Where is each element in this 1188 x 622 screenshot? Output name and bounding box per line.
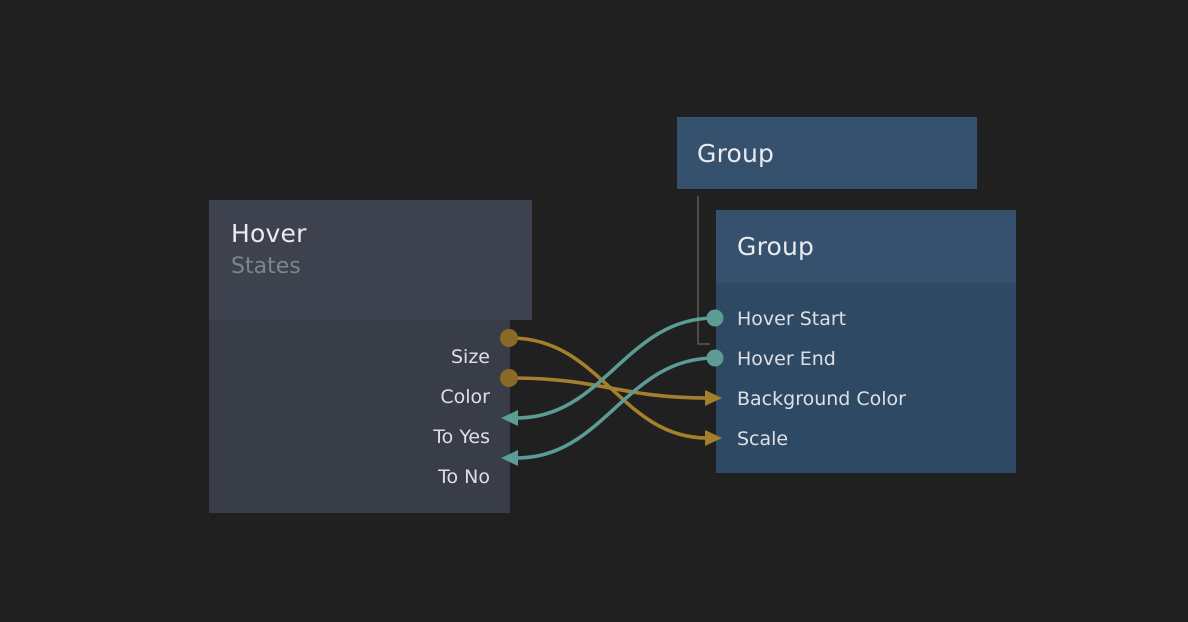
wire-size-to-scale[interactable]	[510, 336, 708, 440]
node-group-top[interactable]: Group	[677, 117, 977, 189]
port-to-yes[interactable]: To Yes	[433, 426, 490, 448]
hierarchy-line	[697, 196, 710, 345]
wire-hover-end-to-to-no[interactable]	[516, 356, 715, 460]
wire-hover-start-to-to-yes[interactable]	[516, 316, 715, 420]
node-group-header[interactable]: Group	[716, 210, 1016, 283]
node-group-top-title: Group	[697, 138, 775, 168]
node-hover-subtitle: States	[231, 254, 301, 279]
port-hover-end[interactable]: Hover End	[737, 348, 836, 370]
port-color[interactable]: Color	[440, 386, 490, 408]
wire-color-to-background-color[interactable]	[510, 376, 708, 400]
port-to-no[interactable]: To No	[438, 466, 490, 488]
port-background-color[interactable]: Background Color	[737, 388, 906, 410]
port-hover-start[interactable]: Hover Start	[737, 308, 847, 330]
node-group-title: Group	[737, 232, 815, 261]
node-hover-header[interactable]: Hover States	[209, 200, 532, 320]
node-hover[interactable]: Hover States Size Color To Yes To No	[209, 200, 532, 513]
node-group-body: Hover Start Hover End Background Color S…	[716, 283, 1016, 473]
node-hover-body: Size Color To Yes To No	[209, 320, 510, 513]
port-scale[interactable]: Scale	[737, 428, 789, 450]
node-group[interactable]: Group Hover Start Hover End Background C…	[716, 210, 1016, 473]
port-size[interactable]: Size	[450, 346, 490, 368]
node-hover-title: Hover	[231, 219, 307, 248]
